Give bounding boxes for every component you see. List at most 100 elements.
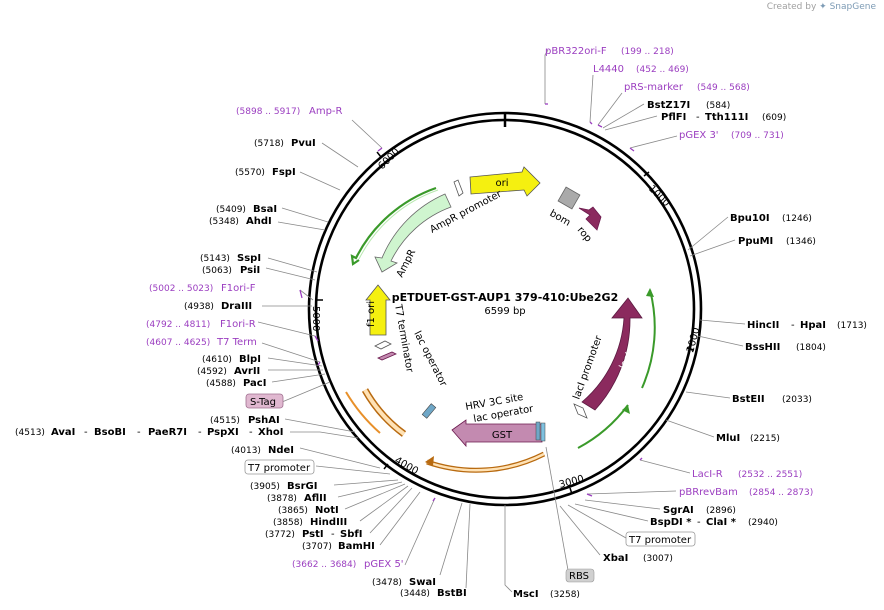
ppumi-label[interactable]: PpuMI [738, 236, 773, 247]
bspdi-label[interactable]: BspDI * [650, 517, 692, 528]
ndei-label[interactable]: NdeI [268, 445, 294, 456]
laci-feature[interactable] [581, 297, 643, 411]
sspi-label[interactable]: SspI [237, 253, 261, 264]
t7-term-label[interactable]: T7 Term [216, 337, 257, 348]
laci-green-arrowhead-upper [646, 288, 654, 297]
pbr322ori-f-label[interactable]: pBR322ori-F [545, 46, 607, 57]
fspi-label[interactable]: FspI [272, 167, 296, 178]
paer7i-label[interactable]: PaeR7I [148, 427, 187, 438]
t7-promoter-right-box[interactable] [625, 531, 696, 547]
bstbi-label[interactable]: BstBI [437, 588, 467, 599]
hrv-3c-feature[interactable] [535, 421, 541, 441]
amp-r-label[interactable]: Amp-R [309, 106, 343, 117]
tth111i-label[interactable]: Tth111I [705, 112, 748, 123]
pvui-label[interactable]: PvuI [291, 138, 316, 149]
ampr-promoter-feature[interactable] [453, 179, 464, 197]
avai-label[interactable]: AvaI [51, 427, 75, 438]
f1ori-r-coords: (4792 .. 4811) [146, 320, 210, 330]
pgex5-label[interactable]: pGEX 5' [364, 559, 404, 570]
bspdi-dash: - [697, 517, 701, 528]
rop-feature[interactable] [578, 206, 602, 231]
swai-label[interactable]: SwaI [409, 577, 436, 588]
hincii-label[interactable]: HincII [747, 320, 779, 331]
fspi-coords: (5570) [235, 168, 265, 178]
bsobi-label[interactable]: BsoBI [94, 427, 126, 438]
ampr-feature[interactable] [374, 193, 452, 273]
xbai-coords: (3007) [643, 554, 673, 564]
avai-dash: - [84, 427, 88, 438]
aflii-label[interactable]: AflII [304, 493, 327, 504]
xhoi-label[interactable]: XhoI [258, 427, 283, 438]
hpai-label[interactable]: HpaI [800, 320, 826, 331]
plasmid-name: pETDUET-GST-AUP1 379-410:Ube2G2 [392, 291, 618, 304]
psii-label[interactable]: PsiI [240, 265, 260, 276]
gst-feature[interactable] [451, 419, 543, 448]
lac-operator-right-feature[interactable] [540, 422, 546, 442]
draiii-label[interactable]: DraIII [221, 301, 252, 312]
psti-label[interactable]: PstI [302, 529, 324, 540]
sgrai-label[interactable]: SgrAI [663, 505, 694, 516]
pspxi-dash: - [249, 427, 253, 438]
avai-coords: (4513) [15, 428, 45, 438]
prs-marker-label[interactable]: pRS-marker [624, 82, 684, 93]
pshai-label[interactable]: PshAI [248, 415, 280, 426]
ampr-label: AmpR [395, 248, 418, 280]
paci-label[interactable]: PacI [243, 378, 266, 389]
tick-4000: 4000 [393, 455, 421, 477]
psii-coords: (5063) [202, 266, 232, 276]
bpu10i-coords: (1246) [782, 214, 812, 224]
laci-r-label[interactable]: LacI-R [692, 469, 723, 480]
pbrrevbam-label[interactable]: pBRrevBam [679, 487, 738, 498]
bsrgi-coords: (3905) [250, 482, 280, 492]
f1ori-f-label[interactable]: F1ori-F [221, 283, 256, 294]
hindiii-label[interactable]: HindIII [310, 517, 347, 528]
sbfi-label[interactable]: SbfI [340, 529, 362, 540]
laci-promoter-feature[interactable] [573, 403, 588, 419]
blpi-label[interactable]: BlpI [239, 354, 261, 365]
lac-operator-left-feature[interactable] [421, 403, 437, 419]
pvui-coords: (5718) [254, 139, 284, 149]
avrii-label[interactable]: AvrII [234, 366, 260, 377]
s-tag-feature[interactable] [377, 351, 397, 361]
ahdi-label[interactable]: AhdI [246, 216, 272, 227]
t7-terminator-feature[interactable] [374, 340, 392, 350]
noti-label[interactable]: NotI [315, 505, 339, 516]
rbs-box[interactable] [565, 568, 595, 583]
bstz17i-label[interactable]: BstZ17I [647, 100, 690, 111]
f1ori-r-label[interactable]: F1ori-R [220, 319, 256, 330]
left-orange-thin-arc [345, 391, 381, 434]
mlui-label[interactable]: MluI [716, 433, 740, 444]
bsshii-label[interactable]: BssHII [745, 342, 780, 353]
bsobi-dash: - [137, 427, 141, 438]
ori-feature[interactable] [469, 166, 541, 197]
bsrgi-label[interactable]: BsrGI [287, 481, 317, 492]
bpu10i-label[interactable]: Bpu10I [730, 213, 770, 224]
bamhi-label[interactable]: BamHI [338, 541, 375, 552]
pspxi-label[interactable]: PspXI [207, 427, 239, 438]
s-tag-box[interactable] [245, 393, 284, 409]
bsai-coords: (5409) [216, 205, 246, 215]
pbr322ori-f-coords: (199 .. 218) [621, 47, 674, 57]
f1-ori-feature[interactable] [365, 284, 391, 336]
xbai-label[interactable]: XbaI [603, 553, 628, 564]
pflfi-label[interactable]: PflFI [661, 112, 686, 123]
bsteii-label[interactable]: BstEII [732, 394, 765, 405]
rbs-label: RBS [569, 571, 589, 582]
bsteii-coords: (2033) [782, 395, 812, 405]
pgex3-coords: (709 .. 731) [731, 131, 784, 141]
clai-label[interactable]: ClaI * [706, 517, 737, 528]
credit-brand: SnapGene [829, 2, 876, 12]
bsai-label[interactable]: BsaI [253, 204, 277, 215]
ndei-coords: (4013) [231, 446, 261, 456]
l4440-label[interactable]: L4440 [593, 64, 624, 75]
t7-promoter-left-box[interactable] [244, 459, 315, 475]
msci-label[interactable]: MscI [513, 589, 539, 600]
pshai-coords: (4515) [210, 416, 240, 426]
pgex3-label[interactable]: pGEX 3' [679, 130, 719, 141]
blpi-coords: (4610) [202, 355, 232, 365]
laci-green-arc-lower [577, 404, 629, 449]
bom-feature[interactable] [557, 186, 581, 210]
tick-marks [316, 151, 695, 495]
